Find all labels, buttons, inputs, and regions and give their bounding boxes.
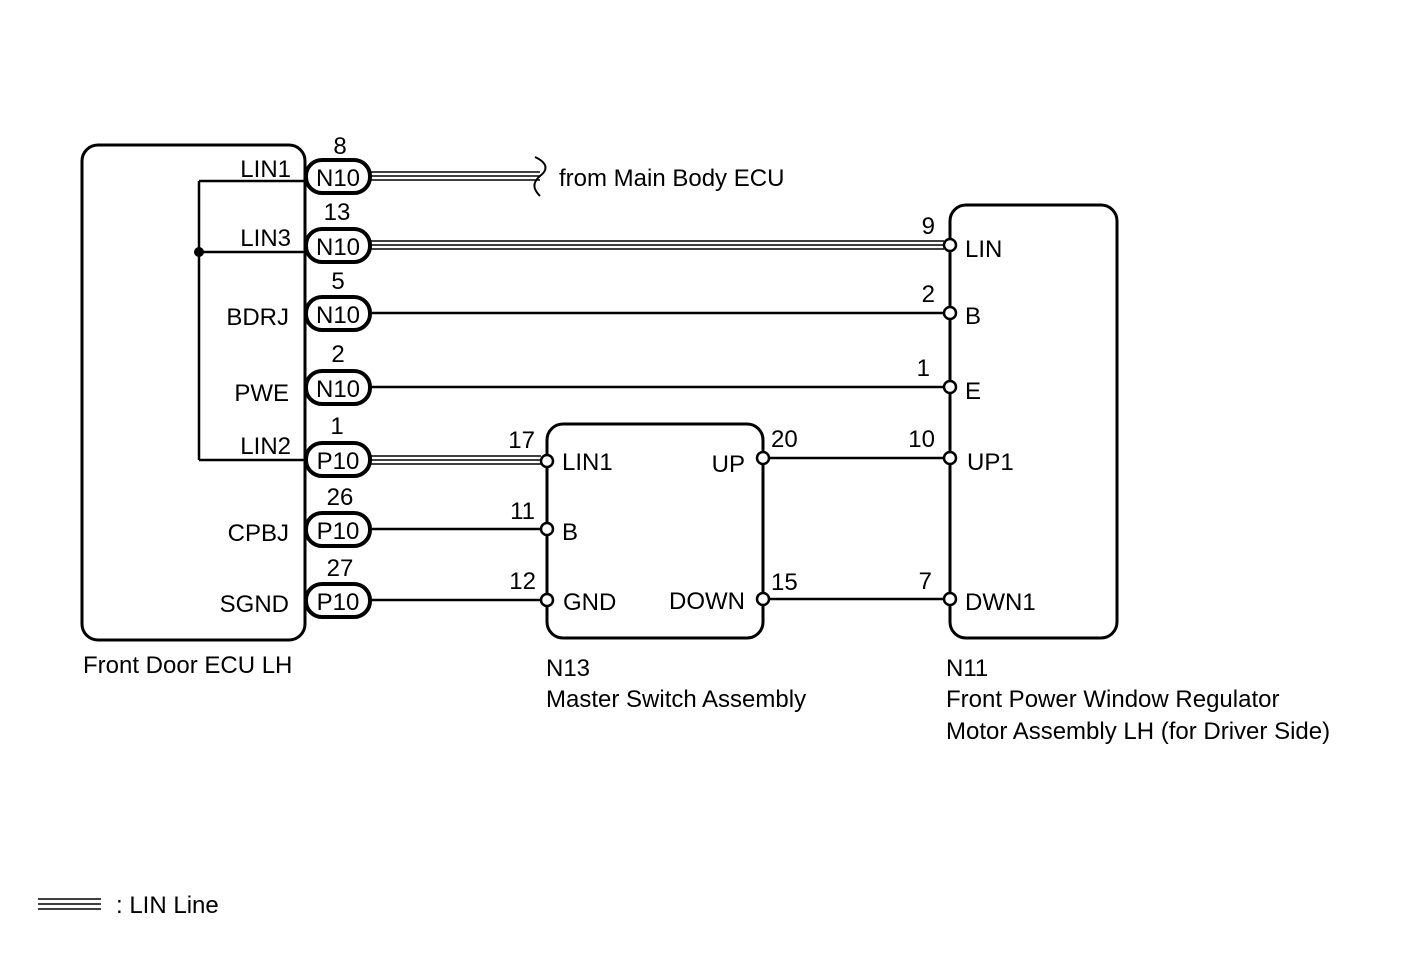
connector-pill [304,511,372,548]
motor-pin-b: 2 B [922,281,981,330]
pin-label: DOWN [669,588,745,615]
pin-number: 1 [917,355,930,382]
motor-code: N11 [946,655,988,682]
signal-label: CPBJ [228,520,289,547]
connector-pill [304,441,372,478]
pin-circle [539,521,555,537]
signal-label: BDRJ [226,304,289,331]
lin-wire-main-body [370,156,547,197]
motor-pin-e: 1 E [917,355,981,405]
pin-number: 13 [324,199,351,226]
connector-code: P10 [317,518,360,545]
pin-number: 2 [922,281,935,308]
pin-label: UP1 [967,449,1014,476]
pin-circle [942,379,958,395]
signal-label: PWE [234,380,289,407]
motor-box [948,203,1119,640]
motor-pin-up1: 10 UP1 [908,426,1013,476]
pin-circle [942,591,958,607]
connector-pill [304,369,372,406]
ecu-terminal-lin1: N10 8 LIN1 [240,133,372,195]
pin-number: 5 [331,268,344,295]
pin-number: 9 [922,213,935,240]
wire-break-icon [533,156,547,197]
pin-number: 15 [771,569,798,596]
motor-name-line1: Front Power Window Regulator [946,686,1279,713]
ecu-terminal-lin3: N10 13 LIN3 [240,199,372,264]
switch-pin-lin1: 17 LIN1 [508,427,612,476]
pin-number: 12 [509,568,536,595]
ecu-terminal-bdrj: N10 5 BDRJ [226,268,372,332]
pin-number: 27 [327,555,354,582]
lin-wire-ecu-switch [370,455,541,465]
switch-name: Master Switch Assembly [546,686,806,713]
pin-number: 26 [327,484,354,511]
pin-label: LIN [965,236,1002,263]
motor-pin-lin: 9 LIN [922,213,1003,263]
legend-text: : LIN Line [116,892,219,919]
legend: : LIN Line [38,892,219,919]
connector-code: P10 [317,589,360,616]
pin-circle [539,453,555,469]
pin-number: 2 [331,341,344,368]
pin-circle [942,305,958,321]
ecu-terminal-sgnd: P10 27 SGND [220,555,372,619]
pin-circle [755,450,771,466]
connector-pill [304,295,372,332]
switch-pin-b: 11 B [510,498,578,546]
motor-pin-dwn1: 7 DWN1 [919,568,1036,616]
signal-label: SGND [220,591,289,618]
motor-name-line2: Motor Assembly LH (for Driver Side) [946,718,1330,745]
signal-label: LIN3 [240,225,291,252]
signal-label: LIN2 [240,433,291,460]
pin-circle [942,450,958,466]
switch-pin-gnd: 12 GND [509,568,616,616]
pin-number: 7 [919,568,932,595]
ecu-terminal-cpbj: P10 26 CPBJ [228,484,372,548]
connector-pill [304,227,372,264]
ecu-terminal-lin2: P10 1 LIN2 [240,413,372,478]
pin-label: DWN1 [965,589,1036,616]
pin-number: 8 [333,133,346,160]
ecu-name: Front Door ECU LH [83,652,292,679]
switch-code: N13 [546,655,590,682]
pin-label: B [965,303,981,330]
connector-code: N10 [316,302,360,329]
pin-label: LIN1 [562,449,613,476]
switch-pin-up: 20 UP [712,426,798,478]
lin-wire-ecu-motor [370,240,944,250]
pin-number: 20 [771,426,798,453]
connector-code: N10 [316,234,360,261]
pin-number: 10 [908,426,935,453]
pin-number: 17 [508,427,535,454]
external-source-label: from Main Body ECU [559,165,784,192]
connector-code: N10 [316,376,360,403]
connector-pill [304,158,372,195]
pin-label: B [562,519,578,546]
connector-code: N10 [316,165,360,192]
pin-label: UP [712,451,745,478]
pin-circle [539,592,555,608]
pin-number: 11 [510,498,535,525]
splice-point [194,247,204,257]
switch-pin-down: 15 DOWN [669,569,798,615]
pin-circle [942,237,958,253]
connector-pill [304,582,372,619]
connector-code: P10 [317,448,360,475]
ecu-internal-lin-bus [194,179,305,462]
ecu-terminal-pwe: N10 2 PWE [234,341,372,407]
pin-label: GND [563,589,616,616]
lin-line-swatch [38,898,101,910]
signal-label: LIN1 [240,156,291,183]
pin-number: 1 [330,413,343,440]
pin-label: E [965,378,981,405]
pin-circle [755,591,771,607]
